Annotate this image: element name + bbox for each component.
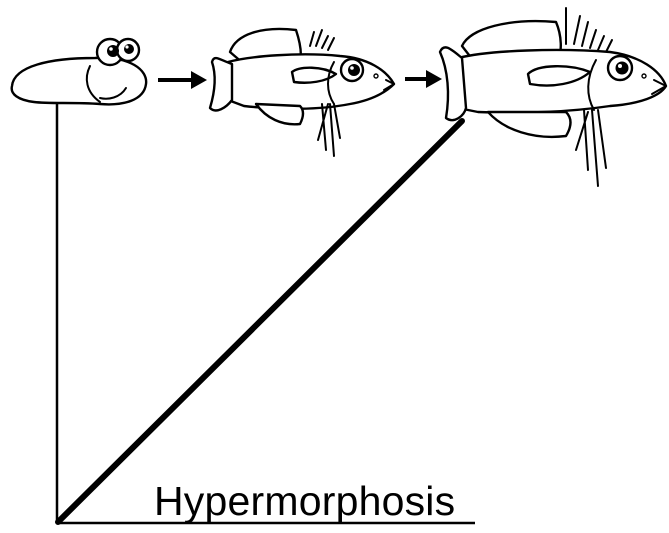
fish-icon	[440, 8, 666, 186]
tadpole-icon	[12, 39, 146, 104]
arrow-1-icon	[158, 71, 207, 89]
fish-icon	[210, 29, 394, 156]
growth-trajectory-line	[58, 121, 462, 522]
arrow-2-icon	[405, 70, 442, 88]
diagram-caption: Hypermorphosis	[154, 478, 455, 525]
axes	[57, 98, 475, 523]
